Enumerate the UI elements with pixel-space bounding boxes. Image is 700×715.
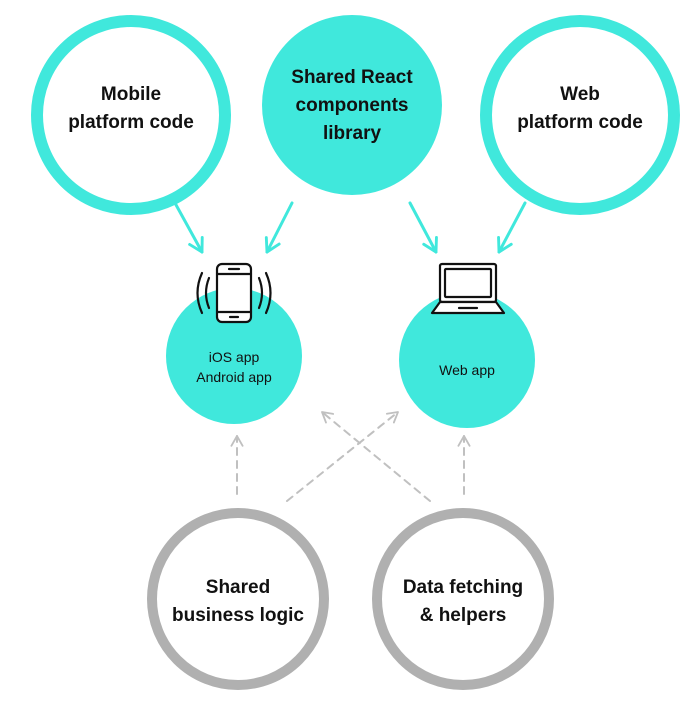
web-node-line1: Web bbox=[560, 84, 600, 105]
arrow-mobile-to-mobile-app bbox=[173, 201, 204, 254]
web-app-label: Web app bbox=[439, 362, 495, 378]
mobile-node-line1: Mobile bbox=[101, 84, 161, 105]
shared-business-logic-node: Shared business logic bbox=[147, 508, 329, 690]
mobile-node-line2: platform code bbox=[68, 112, 194, 133]
web-platform-code-node: Web platform code bbox=[480, 15, 680, 215]
laptop-icon bbox=[430, 262, 506, 315]
web-node-line2: platform code bbox=[517, 112, 643, 133]
shared-arrows bbox=[230, 411, 471, 502]
data-fetching-helpers-node: Data fetching & helpers bbox=[372, 508, 554, 690]
mobile-app-line1: iOS app bbox=[209, 349, 260, 365]
web-app-node: Web app bbox=[399, 262, 535, 428]
shared-react-line1: Shared React bbox=[291, 67, 413, 88]
arrow-business-to-web-app bbox=[286, 411, 399, 502]
arrow-data-to-mobile-app bbox=[321, 411, 431, 502]
data-line1: Data fetching bbox=[403, 577, 523, 598]
shared-react-line2: components bbox=[296, 95, 409, 116]
data-line2: & helpers bbox=[420, 605, 507, 626]
source-arrows bbox=[173, 201, 527, 254]
shared-react-library-node: Shared React components library bbox=[262, 15, 442, 195]
arrow-web-to-web-app bbox=[497, 201, 527, 254]
shared-react-line3: library bbox=[323, 123, 382, 144]
arrow-react-to-web-app bbox=[408, 201, 438, 254]
business-line1: Shared bbox=[206, 577, 270, 598]
mobile-app-node: iOS app Android app bbox=[166, 262, 302, 424]
smartphone-icon bbox=[196, 262, 272, 324]
arrow-react-to-mobile-app bbox=[264, 201, 294, 254]
business-line2: business logic bbox=[172, 605, 304, 626]
mobile-platform-code-node: Mobile platform code bbox=[31, 15, 231, 215]
mobile-app-line2: Android app bbox=[196, 369, 272, 385]
